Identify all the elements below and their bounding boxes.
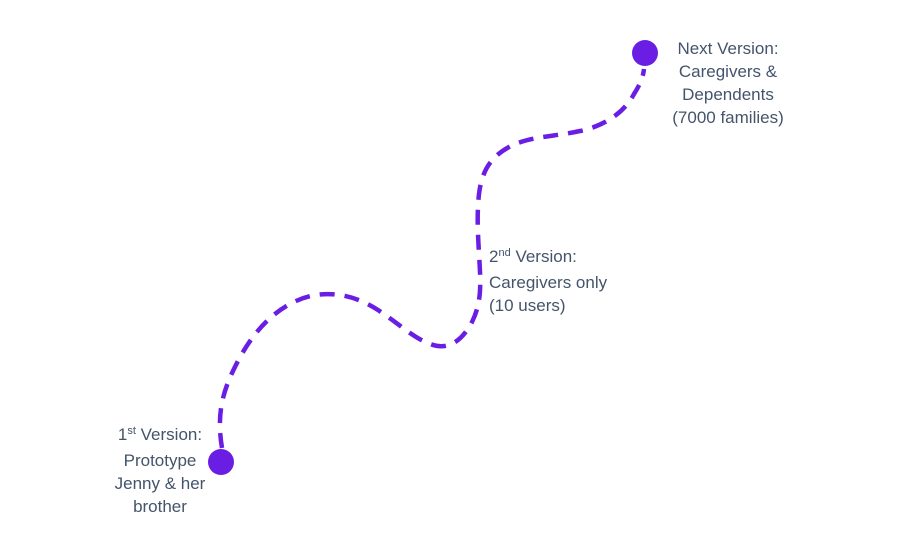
label-line: Caregivers & [678,62,778,81]
version-word: Version: [510,247,577,266]
label-line: Jenny & her [114,474,206,493]
ordinal-suffix: st [127,425,136,437]
version-number: 2 [489,247,499,266]
label-line: Prototype [123,451,197,470]
label-line: (7000 families) [672,108,784,127]
label-next-version: Next Version: Caregivers & Dependents (7… [653,37,803,129]
milestone-dot-first-version [208,449,234,475]
label-second-version: 2nd Version: Caregivers only (10 users) [489,245,607,317]
label-line: brother [133,497,187,516]
label-title-line: Next Version: [677,39,779,58]
label-title-line: 2nd Version: [489,245,607,271]
milestone-dot-next-version [632,40,658,66]
label-title-line: 1st Version: [85,423,235,449]
version-number: 1 [117,425,128,444]
label-line: Dependents [682,85,774,104]
label-first-version: 1st Version: Prototype Jenny & her broth… [85,423,235,518]
version-word: Version: [135,425,203,444]
dashed-journey-path [217,68,647,449]
label-line: (10 users) [489,296,566,315]
label-line: Caregivers only [489,273,608,292]
ordinal-suffix: nd [498,247,511,259]
